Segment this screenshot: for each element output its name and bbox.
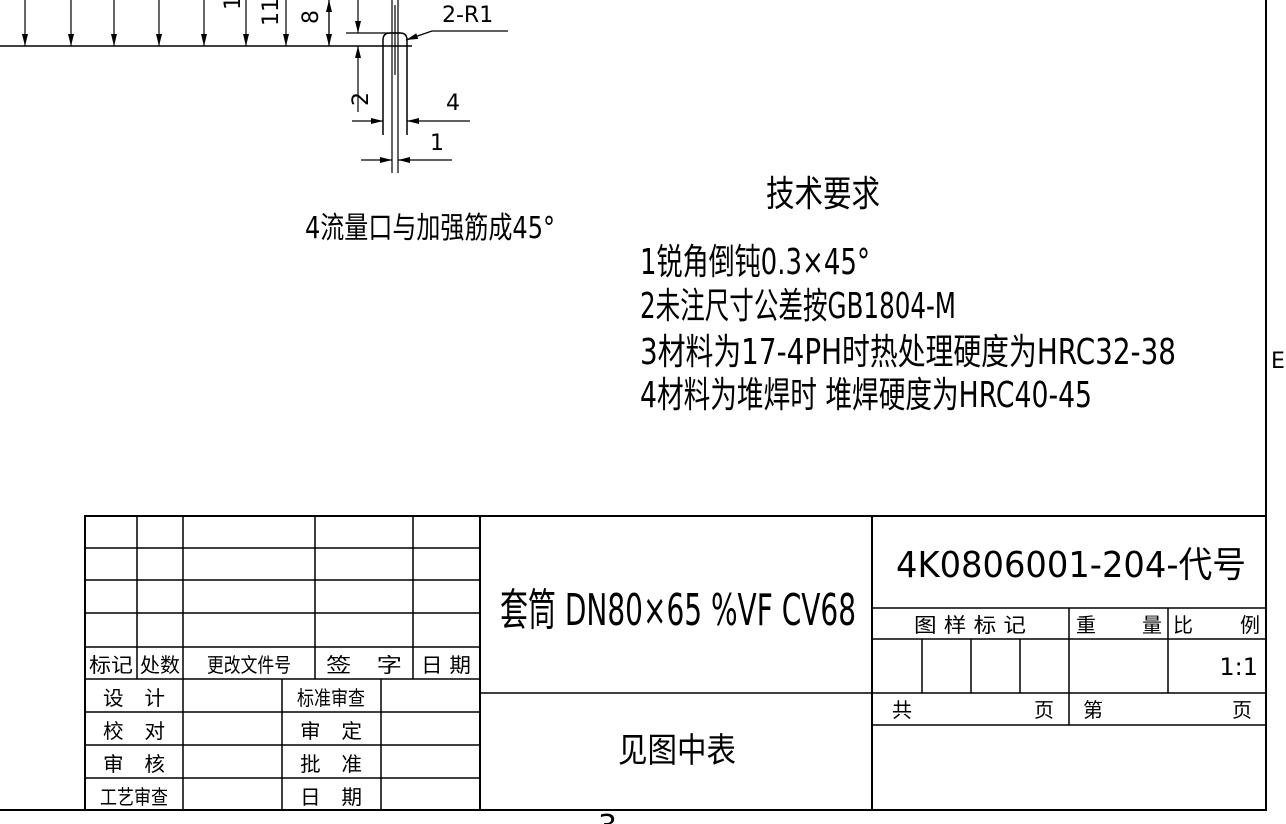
detail-note: 4流量口与加强筋成45° xyxy=(305,211,555,246)
weight-label-2: 量 xyxy=(1142,613,1162,637)
title-block: 标记 处数 更改文件号 签 字 日 期 设 计 校 对 审 核 工艺审查 标准审… xyxy=(84,515,1267,811)
rev-header-mark: 标记 xyxy=(89,653,133,677)
dim-2: 2 xyxy=(349,92,374,106)
sign-label-ratify: 批 准 xyxy=(300,752,362,776)
sign-label-review: 审 核 xyxy=(103,752,165,776)
scale-label-2: 例 xyxy=(1240,613,1260,637)
scale-value: 1:1 xyxy=(1219,653,1258,681)
detail-view: 1 11 8 2 2-R1 4 1 4流量口与加强筋成45° xyxy=(0,0,555,246)
dim-1: 1 xyxy=(221,0,246,10)
tech-req-item: 4材料为堆焊时 堆焊硬度为HRC40-45 xyxy=(640,375,1092,416)
part-name: 套筒 DN80×65 %VF CV68 xyxy=(500,585,856,636)
total-label: 共 xyxy=(892,698,912,722)
load-arrows xyxy=(22,0,332,46)
page-label-1: 页 xyxy=(1034,698,1054,722)
sign-label-process: 工艺审查 xyxy=(100,785,168,809)
technical-requirements: 技术要求 1锐角倒钝0.3×45° 2未注尺寸公差按GB1804-M 3材料为1… xyxy=(640,174,1176,416)
zone-mark-bottom: 3 xyxy=(598,809,617,824)
scale-label-1: 比 xyxy=(1173,613,1193,637)
tech-req-item: 3材料为17-4PH时热处理硬度为HRC32-38 xyxy=(640,332,1176,373)
rev-header-date: 日 期 xyxy=(421,653,471,677)
sample-mark-label: 图 样 标 记 xyxy=(914,613,1026,637)
tech-req-item: 2未注尺寸公差按GB1804-M xyxy=(640,286,956,327)
sign-label-check: 校 对 xyxy=(103,719,165,743)
tech-req-item: 1锐角倒钝0.3×45° xyxy=(640,242,870,283)
sign-label-design: 设 计 xyxy=(103,686,165,710)
zone-mark-right: E xyxy=(1271,349,1285,374)
dim-4: 4 xyxy=(446,91,460,116)
sign-label-standard: 标准审查 xyxy=(297,686,365,710)
rev-header-count: 处数 xyxy=(140,653,180,677)
rev-header-signature: 签 字 xyxy=(326,653,402,677)
dim-1b: 1 xyxy=(430,131,444,156)
page-label-2: 页 xyxy=(1232,698,1252,722)
sign-label-approve: 审 定 xyxy=(300,719,362,743)
dim-8: 8 xyxy=(299,10,324,24)
rev-header-doc-no: 更改文件号 xyxy=(207,653,291,677)
dim-11: 11 xyxy=(259,0,284,26)
sheet-label: 第 xyxy=(1083,698,1103,722)
dim-radius: 2-R1 xyxy=(442,3,493,28)
drawing-number: 4K0806001-204-代号 xyxy=(896,545,1246,586)
tech-req-title: 技术要求 xyxy=(766,174,880,215)
sign-label-date: 日 期 xyxy=(300,785,362,809)
material: 见图中表 xyxy=(618,731,736,771)
weight-label-1: 重 xyxy=(1076,613,1096,637)
